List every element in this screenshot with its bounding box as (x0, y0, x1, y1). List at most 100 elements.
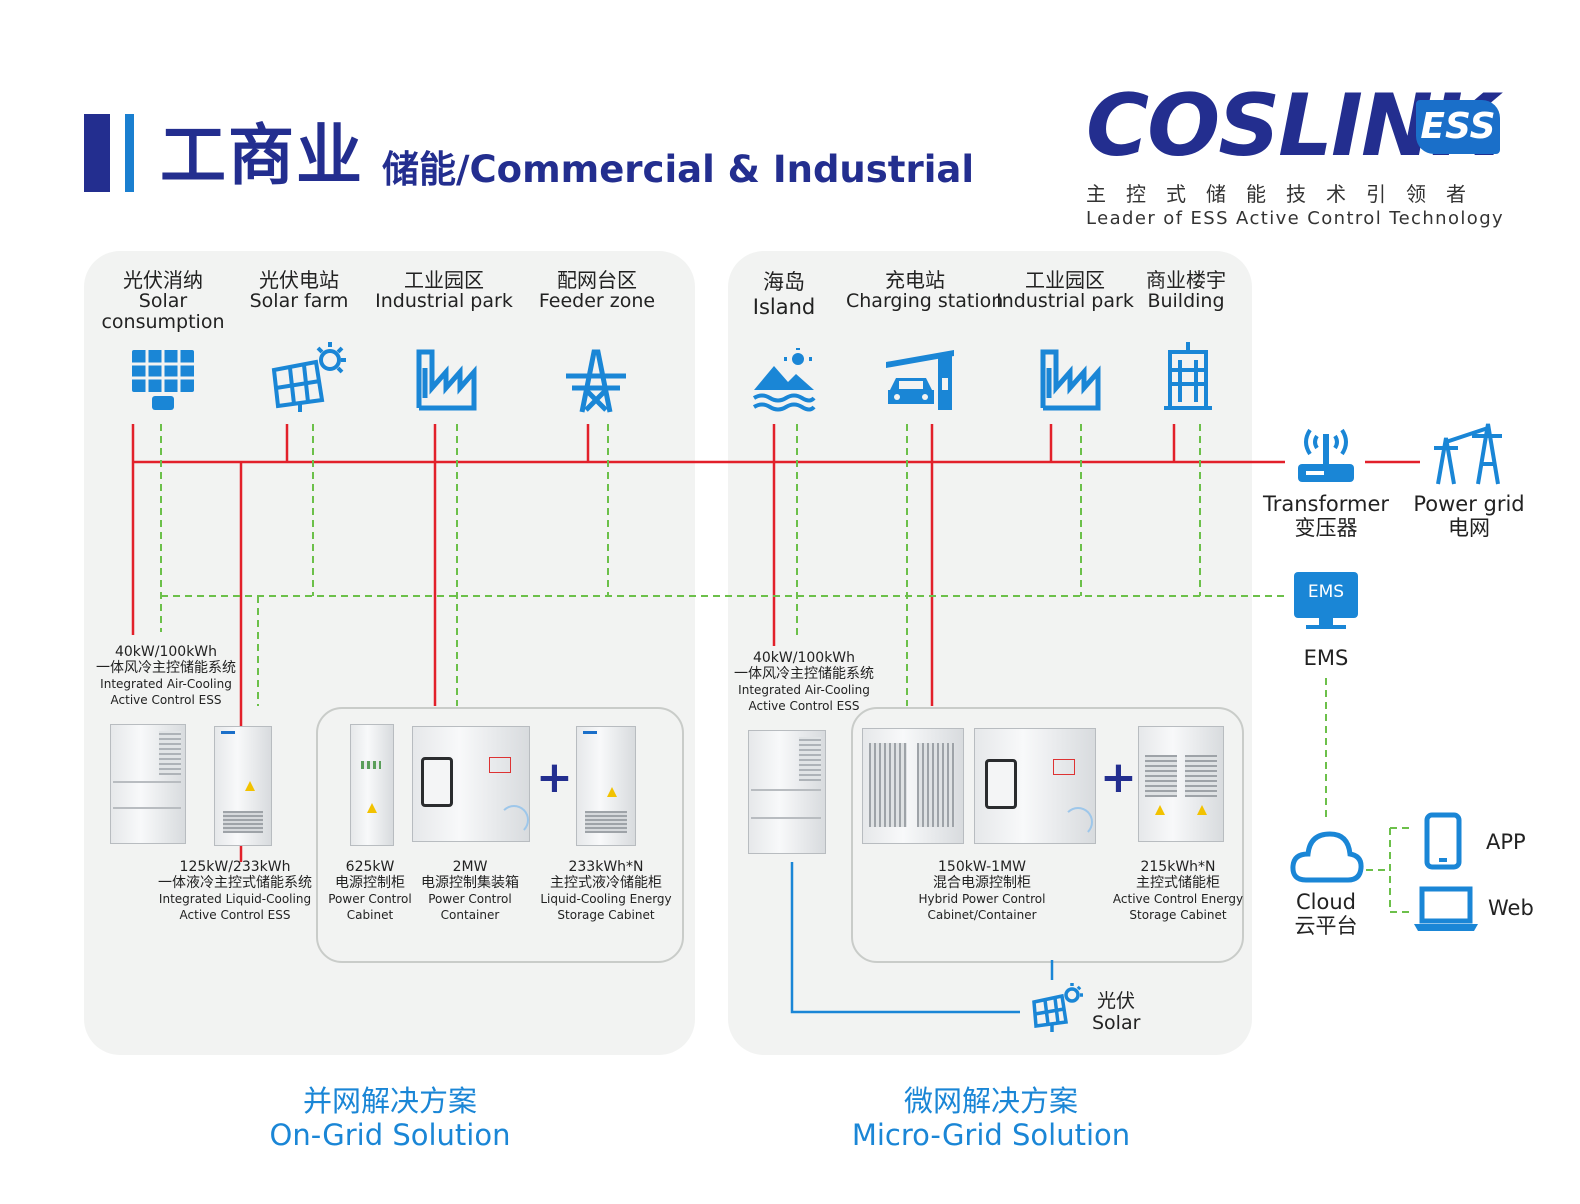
scenario-solar-farm: 光伏电站 Solar farm (236, 270, 362, 312)
scenario-label-en: Solar farm (249, 290, 349, 312)
web-label: Web (1488, 896, 1534, 920)
product-name-cn: 一体液冷主控式储能系统 (158, 875, 312, 891)
brand-slogan-cn: 主控式储能技术引领者 (1086, 182, 1486, 206)
plus-sign: + (1100, 752, 1137, 803)
ems-label: EMS (1303, 646, 1349, 670)
vent-grille (1145, 755, 1177, 797)
product-name-cn: 主控式储能柜 (1136, 875, 1220, 891)
vent-grille (917, 743, 955, 827)
product-label-pcc-cabinet: 625kW 电源控制柜 Power Control Cabinet (324, 859, 416, 923)
page-title-cn: 工商业 (160, 117, 364, 194)
power-grid-label-cn: 电网 (1448, 516, 1490, 540)
solar-label-en: Solar (1092, 1012, 1141, 1034)
scenario-label-en: Industrial park (996, 290, 1134, 312)
microgrid-solution-title: 微网解决方案 Micro-Grid Solution (826, 1084, 1156, 1152)
solar-farm-icon (271, 342, 346, 412)
scenario-building: 商业楼宇 Building (1138, 270, 1234, 312)
warning-icon (1197, 805, 1207, 815)
scenario-industrial-park-mg: 工业园区 Industrial park (994, 270, 1136, 312)
product-name-cn: 电源控制柜 (335, 875, 405, 891)
product-name-en2: Storage Cabinet (557, 908, 655, 922)
solar-label: 光伏 Solar (1092, 990, 1140, 1034)
charging-station-icon (886, 350, 954, 410)
transformer-label-cn: 变压器 (1294, 516, 1358, 540)
swirl-decoration (499, 805, 529, 835)
ongrid-solution-en: On-Grid Solution (269, 1118, 511, 1152)
product-spec: 2MW (452, 859, 488, 875)
scenario-label-cn: 光伏消纳 (123, 268, 203, 292)
scenario-label-en2: consumption (101, 311, 225, 333)
solar-label-cn: 光伏 (1096, 990, 1135, 1012)
scenario-feeder-zone: 配网台区 Feeder zone (530, 270, 664, 312)
ems-screen-text: EMS (1307, 582, 1345, 602)
scenario-label-cn: 工业园区 (1025, 268, 1105, 292)
product-label-liquid-cabinet: 233kWh*N 主控式液冷储能柜 Liquid-Cooling Energy … (538, 859, 674, 923)
scenario-industrial-park: 工业园区 Industrial park (370, 270, 518, 312)
ems-monitor-icon: EMS (1294, 572, 1358, 618)
laptop-icon (1414, 886, 1478, 931)
cloud-label-en: Cloud (1296, 890, 1356, 914)
storage-cabinet-image (1138, 726, 1224, 842)
header-accent-bar-thin (125, 114, 134, 192)
warning-icon (1155, 805, 1165, 815)
microgrid-solution-en: Micro-Grid Solution (851, 1118, 1131, 1152)
brand-logo-badge: ESS (1416, 100, 1500, 154)
vent-grille (869, 743, 907, 827)
cabinet-seam (113, 807, 181, 809)
mg-air-cooling-ess-image (748, 730, 826, 854)
scenario-label-en: Island (752, 295, 816, 319)
scenario-label-en: Building (1147, 290, 1225, 312)
warning-icon (607, 787, 617, 797)
scenario-label-cn: 海岛 (763, 270, 805, 294)
scenario-label-cn: 配网台区 (557, 268, 637, 292)
scenario-label-en: Solar (138, 290, 188, 312)
product-name-en2: Active Control ESS (748, 699, 860, 713)
liquid-cooling-cabinet-image (576, 726, 636, 846)
power-control-cabinet-image (350, 724, 394, 846)
vent-grille (223, 811, 263, 833)
scenario-label-cn: 工业园区 (404, 268, 484, 292)
transformer-label: Transformer 变压器 (1258, 492, 1394, 540)
product-label-pcc-container: 2MW 电源控制集装箱 Power Control Container (416, 859, 524, 923)
scenario-solar-consumption: 光伏消纳 Solar consumption (100, 270, 226, 333)
product-spec: 625kW (345, 859, 395, 875)
scenario-label-cn: 光伏电站 (259, 268, 339, 292)
product-label-liquid-cooling: 125kW/233kWh 一体液冷主控式储能系统 Integrated Liqu… (150, 859, 320, 923)
phone-icon (1424, 812, 1462, 870)
product-name-en: Integrated Liquid-Cooling (158, 892, 312, 906)
product-name-cn: 电源控制集装箱 (421, 875, 519, 891)
transformer-label-en: Transformer (1262, 492, 1389, 516)
cabinet-seam (113, 781, 181, 783)
factory-icon (416, 349, 477, 411)
island-icon (752, 348, 816, 412)
scenario-label-en: Charging station (846, 290, 1004, 312)
swirl-decoration (1063, 807, 1093, 837)
app-label: APP (1486, 830, 1526, 854)
product-name-en2: Cabinet (346, 908, 394, 922)
product-name-en: Power Control (428, 892, 512, 906)
hybrid-power-control-image (862, 728, 964, 844)
microgrid-solution-cn: 微网解决方案 (903, 1084, 1078, 1118)
factory-icon (1040, 349, 1101, 411)
scenario-charging-station: 充电站 Charging station (846, 268, 1004, 312)
cloud-icon (1290, 831, 1364, 883)
product-spec: 150kW-1MW (938, 859, 1026, 875)
product-name-en: Integrated Air-Cooling (100, 677, 232, 691)
power-grid-label: Power grid 电网 (1402, 492, 1536, 540)
page-title-sub: 储能/Commercial & Industrial (382, 148, 975, 191)
scenario-label-cn: 充电站 (885, 268, 945, 292)
product-name-en2: Storage Cabinet (1129, 908, 1227, 922)
power-grid-icon (1434, 423, 1502, 485)
header-accent-bar (84, 114, 110, 192)
solar-farm-icon (1032, 983, 1083, 1032)
product-name-en2: Active Control ESS (179, 908, 291, 922)
product-label-air-cooling: 40kW/100kWh 一体风冷主控储能系统 Integrated Air-Co… (94, 644, 238, 708)
vent-grille (159, 731, 181, 775)
liquid-cooling-ess-image (214, 726, 272, 846)
cloud-label: Cloud 云平台 (1276, 890, 1376, 938)
hybrid-container-image (974, 728, 1096, 844)
product-name-en2: Container (440, 908, 500, 922)
product-label-storage-cabinet: 215kWh*N 主控式储能柜 Active Control Energy St… (1110, 859, 1246, 923)
product-name-cn: 一体风冷主控储能系统 (734, 666, 874, 682)
